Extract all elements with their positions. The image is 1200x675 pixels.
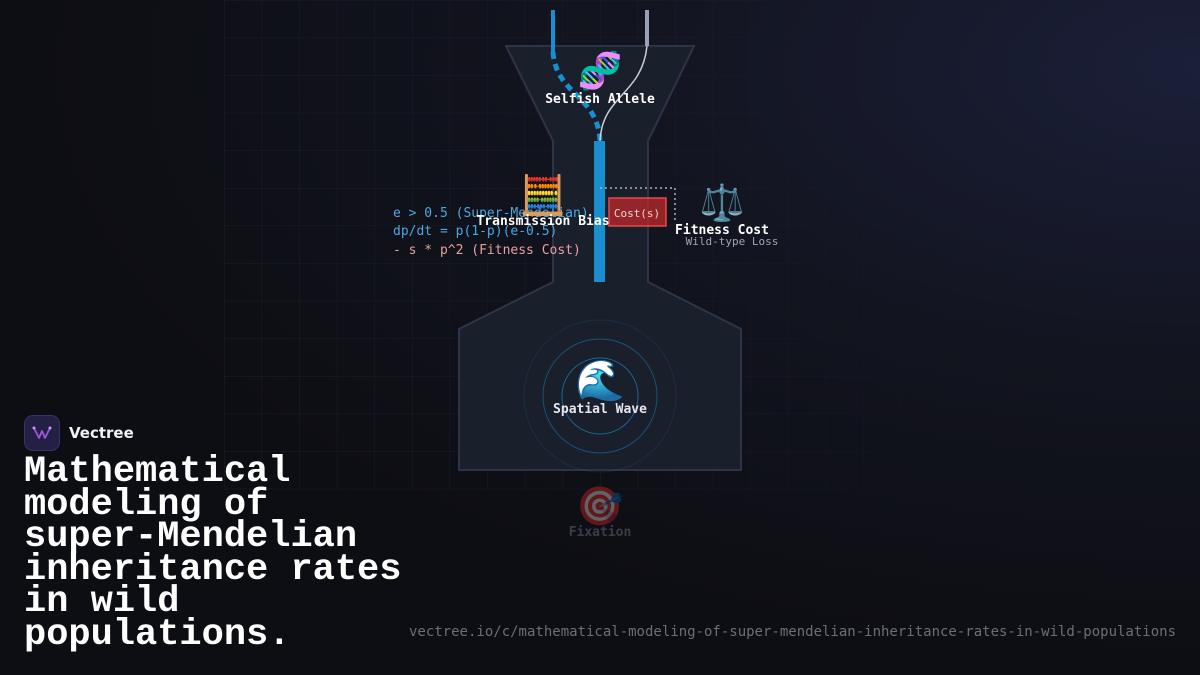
wave-ring-outer: [523, 319, 677, 473]
transmission-bias-label: Transmission Bias: [476, 214, 610, 229]
balance-scale-icon: ⚖️: [699, 183, 745, 224]
fixation-label: Fixation: [568, 525, 632, 540]
abacus-icon: 🧮: [519, 173, 567, 217]
wave-icon: 🌊: [575, 358, 625, 404]
central-flow-bar: [594, 141, 605, 282]
cost-connector: [600, 187, 676, 222]
brand: Vectree: [24, 415, 134, 451]
target-icon: 🎯: [576, 484, 624, 528]
equation-line-2: dp/dt = p(1-p)(e-0.5): [393, 224, 558, 239]
spatial-wave-label: Spatial Wave: [553, 402, 647, 417]
selfish-allele-label: Selfish Allele: [545, 92, 655, 107]
vectree-logo-icon: [24, 415, 60, 451]
fitness-cost-sublabel: Wild-type Loss: [685, 235, 779, 248]
blue-dashed-stream: [550, 51, 603, 142]
wave-ring-inner: [561, 357, 639, 435]
dna-icon: 🧬: [577, 51, 623, 92]
equation-line-3: - s * p^2 (Fitness Cost): [393, 243, 581, 258]
fitness-cost-label: Fitness Cost: [675, 223, 769, 238]
wave-ring-middle: [542, 338, 658, 454]
page-title: Mathematical modeling of super-Mendelian…: [24, 451, 402, 656]
brand-name: Vectree: [69, 424, 134, 442]
equation-line-1: e > 0.5 (Super-Mendelian): [393, 206, 589, 221]
cost-box: [608, 197, 667, 227]
cost-box-label: Cost(s): [613, 207, 661, 220]
grey-stream: [599, 45, 648, 142]
source-url[interactable]: vectree.io/c/mathematical-modeling-of-su…: [408, 624, 1176, 640]
